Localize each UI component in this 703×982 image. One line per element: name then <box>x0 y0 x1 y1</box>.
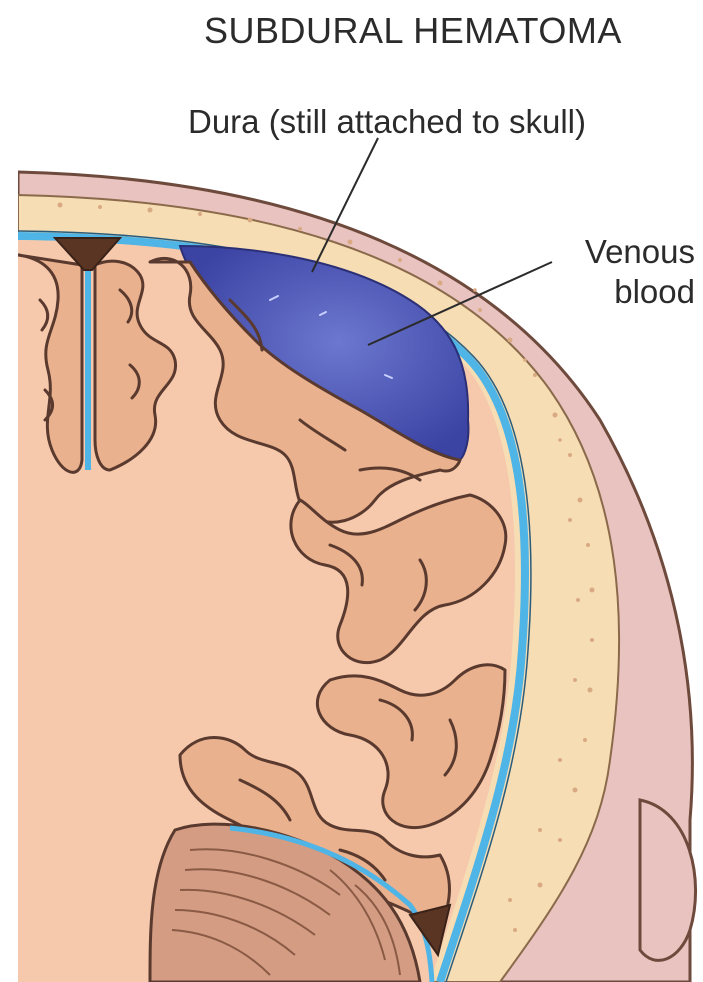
diagram-title: SUBDURAL HEMATOMA <box>204 10 622 52</box>
dura-label: Dura (still attached to skull) <box>188 103 586 141</box>
venous-blood-label-line1: Venous <box>585 232 695 272</box>
venous-blood-label: Venous blood <box>585 232 695 312</box>
venous-blood-label-line2: blood <box>585 272 695 312</box>
